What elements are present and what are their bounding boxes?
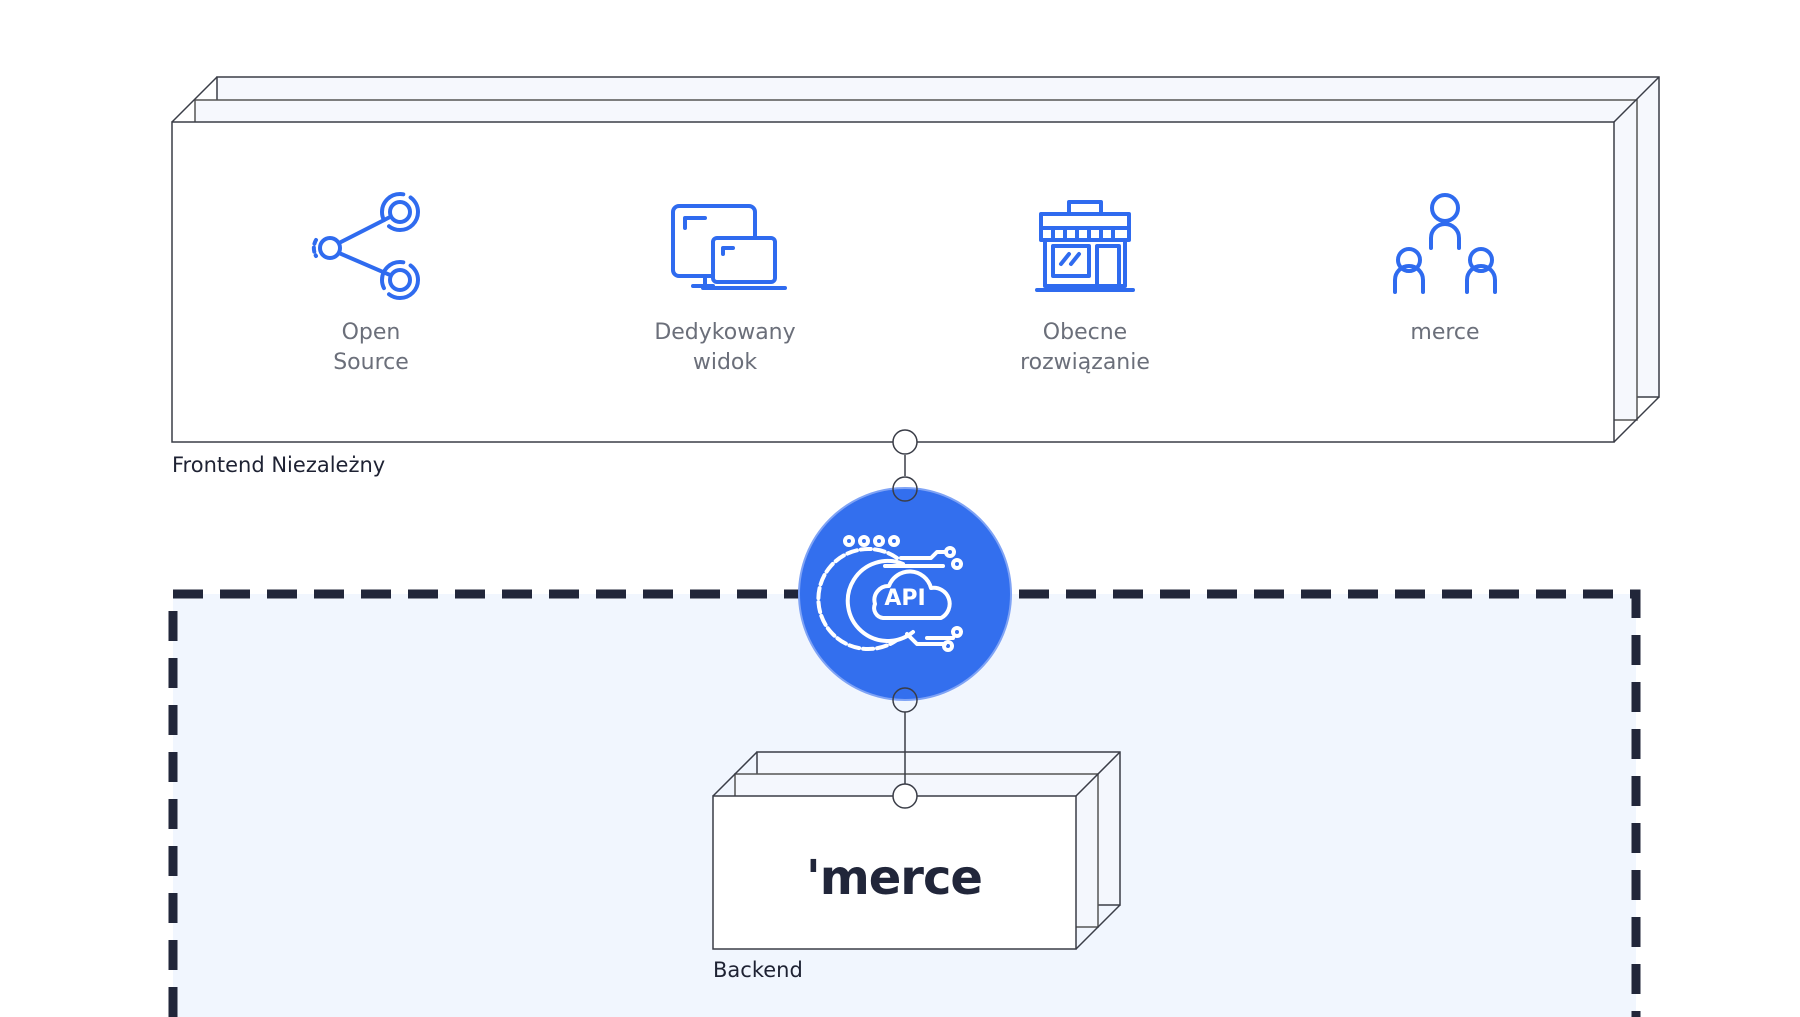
label-rozwiazanie: rozwiązanie [1020, 350, 1150, 375]
devices-icon [671, 204, 787, 290]
store-icon [1035, 200, 1135, 292]
connector-api-backend [892, 476, 918, 809]
label-open: Open [342, 320, 401, 345]
api-cloud-gear-icon [816, 535, 963, 652]
label-dedykowany: Dedykowany [654, 320, 795, 345]
backend-box [712, 751, 1121, 950]
frontend-caption: Frontend Niezależny [172, 453, 385, 477]
api-label: API [884, 586, 925, 611]
share-icon [311, 192, 420, 300]
merce-logo: 'merce [806, 850, 982, 906]
frontend-box [171, 76, 1660, 443]
connector-frontend-api [892, 429, 918, 476]
label-widok: widok [693, 350, 758, 375]
label-source: Source [333, 350, 409, 375]
label-obecne: Obecne [1043, 320, 1127, 345]
api-node: API [798, 487, 1012, 701]
people-icon [1393, 193, 1497, 294]
backend-caption: Backend [713, 958, 803, 982]
label-merce: merce [1410, 320, 1479, 345]
